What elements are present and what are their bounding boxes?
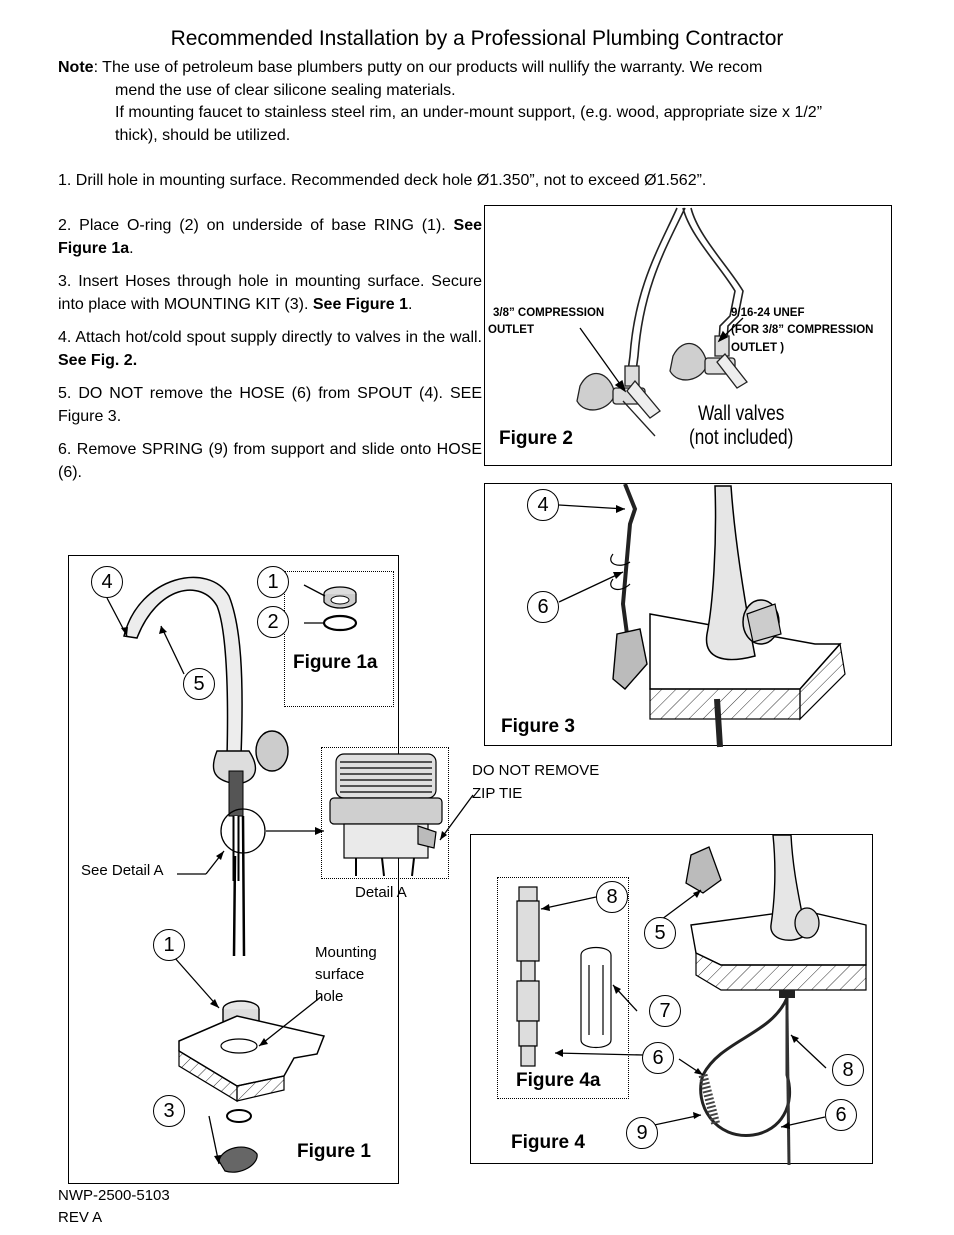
- figure-1-callout-2: 2: [257, 606, 289, 638]
- figure-2-drawing: [576, 207, 748, 437]
- figure-2-panel: 3/8” COMPRESSION OUTLET 9/16-24 UNEF (FO…: [484, 205, 892, 466]
- figure-4-callout-5: 5: [644, 917, 676, 949]
- note-line-4: thick), should be utilized.: [115, 126, 291, 144]
- figure-1-label: Figure 1: [297, 1141, 371, 1162]
- figure-3-drawing: [558, 483, 846, 748]
- figure-1-callout-1-lower: 1: [153, 929, 185, 961]
- figure-3-callout-6: 6: [527, 591, 559, 623]
- detail-a-label: Detail A: [355, 884, 407, 901]
- figure-4-callout-6-right: 6: [825, 1099, 857, 1131]
- figure-1-callout-1: 1: [257, 566, 289, 598]
- note-block: Note: The use of petroleum base plumbers…: [58, 57, 938, 147]
- detail-a-drawing: [329, 753, 443, 877]
- revision: REV A: [58, 1209, 103, 1226]
- figure-3-callout-4: 4: [527, 489, 559, 521]
- wall-valves-label: Wall valves (not included): [689, 402, 794, 449]
- figure-1-callout-3: 3: [153, 1095, 185, 1127]
- figure-2-label: Figure 2: [499, 428, 573, 449]
- step-4-ref: See Fig. 2.: [58, 352, 138, 369]
- footer: NWP-2500-5103 REV A: [58, 1185, 170, 1229]
- detail-a-inset: [321, 747, 449, 879]
- figure-4-callout-7: 7: [649, 995, 681, 1027]
- figure-1-panel: Figure 1a 4 1 2 5 1 3 See Detail A Mount…: [68, 555, 399, 1184]
- figure-1-drawing: [106, 576, 326, 1173]
- figure-4a-label: Figure 4a: [516, 1070, 601, 1091]
- figure-4-label: Figure 4: [511, 1132, 585, 1153]
- page-title: Recommended Installation by a Profession…: [170, 27, 784, 50]
- figure-4a-inset: Figure 4a: [497, 877, 629, 1099]
- note-label: Note: [58, 59, 94, 76]
- mounting-surface-hole-label: Mounting surface hole: [315, 944, 377, 1005]
- figure-1a-drawing: [303, 584, 358, 632]
- see-detail-a-label: See Detail A: [81, 862, 164, 879]
- figure-4-callout-9: 9: [626, 1117, 658, 1149]
- step-5: 5. DO NOT remove the HOSE (6) from SPOUT…: [58, 385, 482, 425]
- figure-2-right-label: 9/16-24 UNEF (FOR 3/8” COMPRESSION OUTLE…: [731, 307, 874, 354]
- figure-4-callout-8-right: 8: [832, 1054, 864, 1086]
- figure-4-callout-6: 6: [642, 1042, 674, 1074]
- figure-4-panel: Figure 4a 8 5 7 6 8 9 6 Figure 4: [470, 834, 873, 1166]
- figure-2-left-label: 3/8” COMPRESSION OUTLET: [488, 307, 605, 336]
- figure-4-drawing: [516, 834, 867, 1166]
- figure-1-callout-5: 5: [183, 668, 215, 700]
- figure-3-label: Figure 3: [501, 716, 575, 737]
- step-6: 6. Remove SPRING (9) from support and sl…: [58, 441, 482, 481]
- step-1: 1. Drill hole in mounting surface. Recom…: [58, 172, 707, 189]
- part-number: NWP-2500-5103: [58, 1187, 170, 1204]
- figure-3-panel: 4 6 Figure 3: [484, 483, 892, 748]
- step-2: 2. Place O-ring (2) on underside of base…: [58, 217, 482, 257]
- note-line-3: If mounting faucet to stainless steel ri…: [115, 104, 823, 121]
- note-line-2: mend the use of clear silicone sealing m…: [115, 81, 456, 99]
- figure-1-callout-4: 4: [91, 566, 123, 598]
- note-line-1: : The use of petroleum base plumbers put…: [93, 59, 763, 76]
- step-3-ref: See Figure 1: [312, 296, 409, 313]
- step-3: 3. Insert Hoses through hole in mounting…: [58, 273, 482, 313]
- figure-1a-label: Figure 1a: [293, 652, 378, 673]
- step-4: 4. Attach hot/cold spout supply directly…: [58, 329, 482, 369]
- figure-4-callout-8: 8: [596, 881, 628, 913]
- step-2-ref: See Figure 1a: [58, 217, 482, 257]
- zip-tie-label: DO NOT REMOVE ZIP TIE: [472, 762, 600, 802]
- figure-1a-inset: Figure 1a: [284, 571, 394, 707]
